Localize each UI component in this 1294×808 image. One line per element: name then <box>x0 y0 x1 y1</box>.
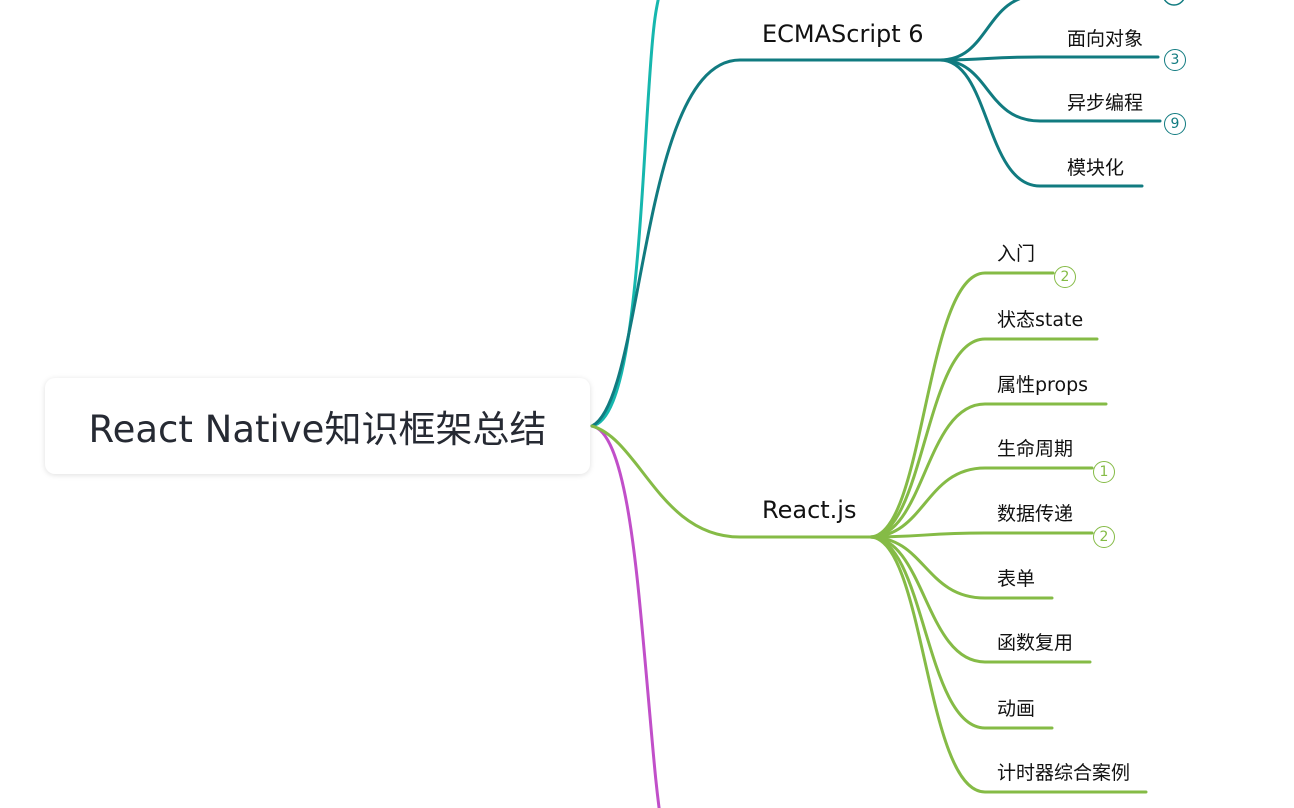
es6-child-badge-1: 3 <box>1164 49 1186 71</box>
es6-child-connector-0 <box>938 0 1021 62</box>
es6-child-connector-2 <box>938 58 1162 123</box>
branch-connector-bottom <box>590 424 661 808</box>
react-child-badge-4: 2 <box>1093 526 1115 548</box>
es6-child-label-3[interactable]: 模块化 <box>1067 157 1125 179</box>
react-connector <box>590 424 872 539</box>
react-child-connector-5 <box>868 535 1054 600</box>
react-child-label-2[interactable]: 属性props <box>997 374 1089 396</box>
react-child-label-3[interactable]: 生命周期 <box>997 438 1074 460</box>
es6-child-label-2[interactable]: 异步编程 <box>1067 92 1144 114</box>
react-child-badge-0: 2 <box>1054 266 1076 288</box>
react-child-connector-6 <box>868 535 1092 664</box>
es6-child-connector-3 <box>938 58 1144 188</box>
es6-child-label-1[interactable]: 面向对象 <box>1067 28 1144 50</box>
es6-connector <box>590 58 942 428</box>
react-child-label-8[interactable]: 计时器综合案例 <box>997 762 1131 784</box>
react-child-connector-3 <box>868 466 1094 539</box>
root-node-label: React Native知识框架总结 <box>88 408 547 451</box>
root-node[interactable]: React Native知识框架总结 <box>45 378 590 474</box>
react-node-label[interactable]: React.js <box>762 496 857 524</box>
react-child-connector-4 <box>868 531 1094 539</box>
react-child-label-0[interactable]: 入门 <box>997 243 1036 265</box>
react-child-connector-7 <box>868 535 1054 730</box>
react-child-connector-2 <box>868 402 1108 539</box>
es6-child-connector-1 <box>938 55 1160 62</box>
react-child-label-7[interactable]: 动画 <box>997 698 1036 720</box>
es6-node-label[interactable]: ECMAScript 6 <box>762 20 924 48</box>
es6-child-badge-2: 9 <box>1164 113 1186 135</box>
react-child-connector-1 <box>868 337 1099 539</box>
react-child-connector-8 <box>868 535 1148 794</box>
react-child-label-6[interactable]: 函数复用 <box>997 632 1074 654</box>
react-child-label-1[interactable]: 状态state <box>997 309 1084 331</box>
react-child-badge-3: 1 <box>1093 461 1115 483</box>
react-child-connector-0 <box>868 271 1055 539</box>
es6-child-badge-0 <box>1163 0 1185 6</box>
react-child-label-5[interactable]: 表单 <box>997 568 1036 590</box>
branch-connector-top <box>590 0 660 428</box>
react-child-label-4[interactable]: 数据传递 <box>997 503 1074 525</box>
